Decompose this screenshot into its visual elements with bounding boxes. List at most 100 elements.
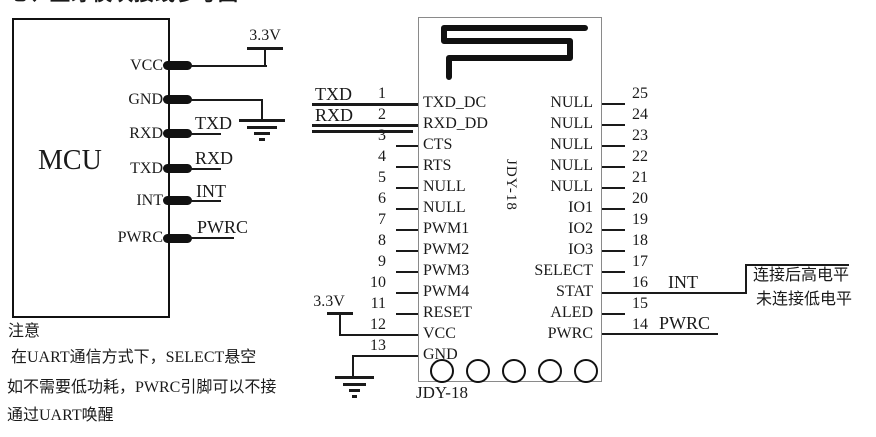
wire-module-rxd xyxy=(312,124,418,127)
castellation-hole xyxy=(538,359,562,383)
module-pin-label-io1: IO1 xyxy=(568,199,593,216)
pin-number-2: 2 xyxy=(378,106,386,123)
mcu-pin-label-rxd: RXD xyxy=(129,125,163,142)
pin-stub-24 xyxy=(602,124,625,126)
module-pin-label-vcc: VCC xyxy=(423,325,456,342)
wire-module-pwrc xyxy=(602,333,718,335)
power-3v3-bar-mcu xyxy=(247,47,283,50)
clipped-page-heading-text: 七、蓝牙模块接线参考图 xyxy=(8,0,244,5)
int-annotation-disconnected: 未连接低电平 xyxy=(756,291,853,308)
module-pin-label-txd-dc: TXD_DC xyxy=(423,94,487,111)
module-name-vertical: JDY-18 xyxy=(502,159,519,211)
module-pin-label-pwm4: PWM4 xyxy=(423,283,470,300)
wire-mcu-net-txd xyxy=(190,133,221,135)
int-annotation-connected: 连接后高电平 xyxy=(753,267,850,284)
module-pin-label-reset: RESET xyxy=(423,304,472,321)
pin-stub-21 xyxy=(602,187,625,189)
pin-number-5: 5 xyxy=(378,169,386,186)
module-pin-label-io3: IO3 xyxy=(568,241,593,258)
castellation-hole xyxy=(502,359,526,383)
pin-number-17: 17 xyxy=(632,253,648,270)
pin-number-14: 14 xyxy=(632,316,648,333)
note-line-3: 通过UART唤醒 xyxy=(7,407,114,424)
module-pin-label-select: SELECT xyxy=(534,262,593,279)
pin-stub-11 xyxy=(396,313,418,315)
pin-stub-17 xyxy=(602,271,625,273)
rising-edge-riser xyxy=(745,264,747,294)
mcu-pin-label-txd: TXD xyxy=(130,160,163,177)
wire-module-gnd-drop xyxy=(352,355,354,377)
pin-stub-10 xyxy=(396,292,418,294)
mcu-pin-label-pwrc: PWRC xyxy=(117,229,163,246)
power-3v3-label-module: 3.3V xyxy=(313,293,345,310)
pin-number-8: 8 xyxy=(378,232,386,249)
pin-number-3: 3 xyxy=(378,127,386,144)
pin-number-6: 6 xyxy=(378,190,386,207)
wire-module-int xyxy=(602,292,747,294)
pin-stub-9 xyxy=(396,271,418,273)
pin-stub-6 xyxy=(396,208,418,210)
mcu-pin-pad-pwrc xyxy=(163,234,192,243)
mcu-pin-pad-gnd xyxy=(163,95,192,104)
pin-number-11: 11 xyxy=(370,295,386,312)
mcu-pin-label-int: INT xyxy=(136,192,163,209)
net-label-pwrc-module: PWRC xyxy=(659,313,711,333)
wire-mcu-gnd-drop xyxy=(261,99,263,120)
net-label-int-mcu: INT xyxy=(196,181,226,201)
wire-mcu-vcc-riser xyxy=(264,48,266,66)
mcu-pin-label-vcc: VCC xyxy=(130,57,163,74)
wire-mcu-net-pwrc xyxy=(190,237,234,239)
note-line-2: 如不需要低功耗，PWRC引脚可以不接 xyxy=(7,379,277,396)
pin-number-16: 16 xyxy=(632,274,648,291)
pin-number-13: 13 xyxy=(370,337,386,354)
antenna-icon xyxy=(441,25,588,80)
module-pin-label-rxd-dd: RXD_DD xyxy=(423,115,488,132)
mcu-pin-pad-txd xyxy=(163,164,192,173)
wire-mcu-net-int xyxy=(190,200,221,202)
pin-stub-19 xyxy=(602,229,625,231)
net-underline-rxd xyxy=(312,130,413,133)
pin-stub-20 xyxy=(602,208,625,210)
module-pin-label-null21: NULL xyxy=(550,178,593,195)
wire-mcu-vcc xyxy=(190,65,267,67)
module-pin-label-io2: IO2 xyxy=(568,220,593,237)
pin-number-22: 22 xyxy=(632,148,648,165)
wire-module-txd xyxy=(312,103,418,106)
pin-number-23: 23 xyxy=(632,127,648,144)
net-label-int-module: INT xyxy=(668,272,698,292)
castellation-hole xyxy=(574,359,598,383)
module-pin-label-null25: NULL xyxy=(550,94,593,111)
pin-stub-4 xyxy=(396,166,418,168)
module-name-bottom: JDY-18 xyxy=(416,383,468,402)
pin-stub-18 xyxy=(602,250,625,252)
pin-stub-8 xyxy=(396,250,418,252)
wire-mcu-net-rxd xyxy=(190,168,221,170)
pin-number-10: 10 xyxy=(370,274,386,291)
mcu-pin-pad-int xyxy=(163,196,192,205)
net-label-pwrc-mcu: PWRC xyxy=(197,217,249,237)
pin-stub-3 xyxy=(396,145,418,147)
module-pin-label-stat: STAT xyxy=(556,283,593,300)
pin-number-25: 25 xyxy=(632,85,648,102)
power-3v3-bar-module xyxy=(327,312,353,315)
module-pin-label-pwm1: PWM1 xyxy=(423,220,470,237)
note-line-1: 在UART通信方式下，SELECT悬空 xyxy=(11,349,257,366)
wire-mcu-gnd xyxy=(190,99,263,101)
net-label-rxd-module: RXD xyxy=(315,105,354,125)
pin-number-1: 1 xyxy=(378,85,386,102)
rising-edge-high-level xyxy=(745,264,849,266)
module-pin-label-null24: NULL xyxy=(550,115,593,132)
notes-heading: 注意 xyxy=(8,323,41,340)
pin-number-4: 4 xyxy=(378,148,386,165)
castellation-hole xyxy=(466,359,490,383)
pin-stub-7 xyxy=(396,229,418,231)
pin-number-21: 21 xyxy=(632,169,648,186)
castellation-hole xyxy=(430,359,454,383)
module-pin-label-aled: ALED xyxy=(550,304,593,321)
mcu-pin-pad-rxd xyxy=(163,129,192,138)
power-3v3-label-mcu: 3.3V xyxy=(249,27,281,44)
net-label-txd-mcu: TXD xyxy=(195,113,232,133)
net-label-rxd-mcu: RXD xyxy=(195,148,234,168)
wire-module-gnd xyxy=(353,355,418,357)
pin-stub-5 xyxy=(396,187,418,189)
